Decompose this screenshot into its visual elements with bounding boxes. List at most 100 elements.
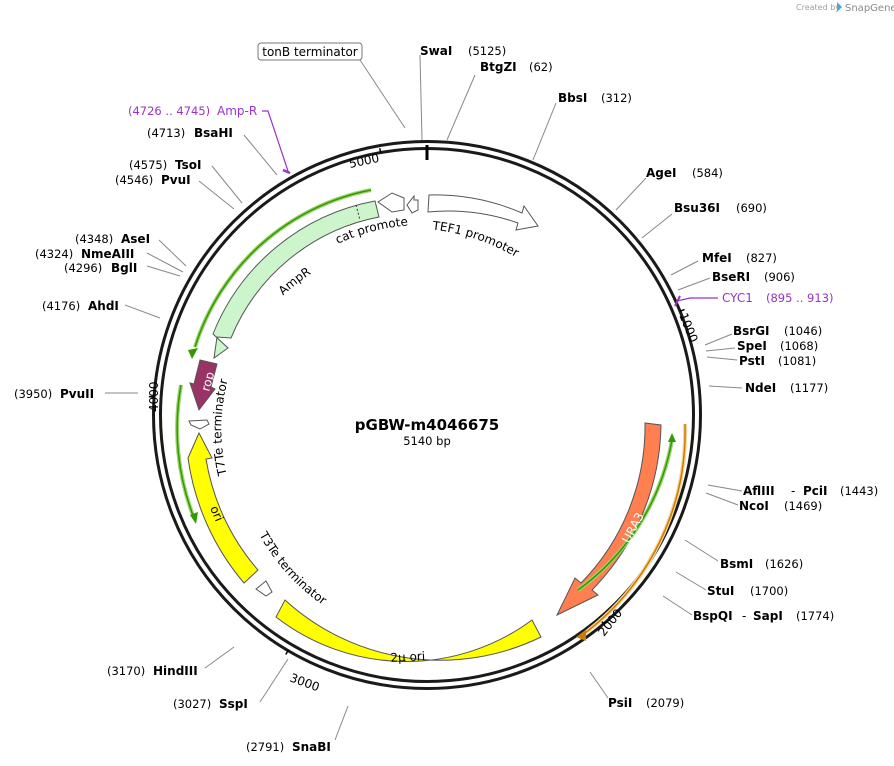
site-swai: SwaI: [420, 44, 452, 58]
credit-brand: SnapGene: [845, 3, 894, 14]
ampr-arrow: [212, 200, 380, 360]
site-bsrgi-pos: (1046): [784, 324, 822, 338]
green-arc-left: [176, 384, 195, 519]
tick-label-3000: 3000: [288, 671, 321, 695]
site-bsrgi: BsrGI: [733, 324, 770, 338]
site-mfei-pos: (827): [746, 251, 777, 265]
plasmid-title-block: pGBW-m4046675 5140 bp: [355, 416, 499, 448]
primer-ampr-leader: [262, 110, 289, 172]
site-agei: AgeI: [646, 166, 676, 180]
site-pvui: PvuI: [161, 173, 191, 187]
ampr-label: AmpR: [276, 264, 313, 297]
primer-ampr-label: Amp-R: [217, 104, 257, 118]
site-nmeaiii-pos: (4324): [35, 247, 73, 261]
site-stui: StuI: [707, 584, 734, 598]
site-asei-pos: (4348): [75, 232, 113, 246]
tick-label-4000: 4000: [147, 381, 161, 412]
site-pvuii-pos: (3950): [14, 387, 52, 401]
site-bbsi-pos: (312): [601, 91, 632, 105]
site-stui-pos: (1700): [750, 584, 788, 598]
site-afliii-pos: (1443): [840, 484, 878, 498]
site-bsahi-pos: (4713): [147, 126, 185, 140]
snapgene-logo-icon: [837, 2, 842, 12]
primer-cyc1-leader: [676, 297, 718, 302]
site-psii: PsiI: [608, 696, 632, 710]
site-spei-pos: (1068): [780, 339, 818, 353]
green-arc-right-head: [668, 433, 676, 442]
site-bspqi-pos: (1774): [796, 609, 834, 623]
site-bsu36i: Bsu36I: [674, 201, 720, 215]
primer-cyc1-range: (895 .. 913): [766, 291, 834, 305]
site-bsmi-pos: (1626): [765, 557, 803, 571]
site-ahdi-pos: (4176): [42, 299, 80, 313]
site-bseri-pos: (906): [764, 270, 795, 284]
site-btgzi: BtgZI: [480, 60, 517, 74]
site-pvui-pos: (4546): [115, 173, 153, 187]
site-pvuii: PvuII: [60, 387, 94, 401]
ura3-arrow: [555, 422, 662, 617]
site-nmeaiii: NmeAIII: [81, 247, 134, 261]
tick-label-5000: 5000: [348, 151, 381, 171]
site-tsoi: TsoI: [175, 158, 201, 172]
t7te-terminator-label: T7Te terminator: [210, 377, 230, 478]
credit-label: Created by: [796, 3, 840, 12]
site-asei: AseI: [121, 232, 150, 246]
site-snabi: SnaBI: [292, 740, 331, 754]
site-ncoi-pos: (1469): [784, 499, 822, 513]
primer-ampr-mark: [282, 168, 291, 175]
site-sspi: SspI: [219, 697, 248, 711]
feature-labels: tonB terminator TEF1 promoter cat promot…: [0, 0, 522, 665]
site-psti: PstI: [739, 354, 765, 368]
green-arc-top: [194, 189, 372, 348]
site-bsmi: BsmI: [720, 557, 753, 571]
site-hindiii: HindIII: [153, 664, 198, 678]
primer-cyc1-mark: [674, 295, 681, 307]
site-psti-pos: (1081): [778, 354, 816, 368]
plasmid-size: 5140 bp: [403, 434, 451, 448]
credit-badge: Created by SnapGene: [796, 2, 894, 14]
site-labels: SwaI (5125) BtgZI (62) BbsI (312) AgeI (…: [14, 44, 878, 754]
site-spei: SpeI: [737, 339, 767, 353]
site-bgli-pos: (4296): [64, 261, 102, 275]
site-ahdi: AhdI: [88, 299, 119, 313]
site-btgzi-pos: (62): [529, 60, 553, 74]
site-bgli: BglI: [111, 261, 137, 275]
primer-ampr-range: (4726 .. 4745): [128, 104, 210, 118]
features: [175, 188, 688, 662]
site-ncoi: NcoI: [739, 499, 769, 513]
t7te-terminator-arrow: [188, 419, 210, 430]
tef1-promoter-label: TEF1 promoter: [431, 218, 522, 259]
tonb-terminator-box: [257, 42, 363, 61]
site-bsahi: BsaHI: [194, 126, 233, 140]
primer-cyc1-label: CYC1: [722, 291, 753, 305]
backbone: [152, 140, 702, 690]
ori-arrow: [187, 431, 259, 584]
rop-label: rop: [198, 370, 217, 393]
site-tsoi-pos: (4575): [129, 158, 167, 172]
site-bspqi: BspQI: [693, 609, 733, 623]
green-arc-top-head: [188, 348, 198, 359]
site-leader-lines: [105, 54, 743, 741]
site-psii-pos: (2079): [646, 696, 684, 710]
cat-ampr-boundary: [355, 204, 361, 221]
svg-text:-: -: [742, 609, 746, 623]
small-terminator-arrow: [377, 192, 405, 213]
primer-markers: [262, 110, 718, 307]
site-afliii: AflIII: [743, 484, 775, 498]
plasmid-name: pGBW-m4046675: [355, 416, 499, 434]
rop-arrow: [189, 359, 218, 412]
tef1-promoter-arrow: [427, 194, 539, 231]
site-snabi-pos: (2791): [246, 740, 284, 754]
two-mu-ori-label: 2μ ori: [390, 649, 425, 665]
tonb-terminator-label: tonB terminator: [262, 45, 358, 59]
two-mu-ori-arrow: [275, 599, 542, 662]
svg-text:-: -: [791, 484, 795, 498]
site-bseri: BseRI: [712, 270, 750, 284]
site-mfei: MfeI: [702, 251, 732, 265]
site-bsu36i-pos: (690): [736, 201, 767, 215]
orange-arc: [580, 423, 686, 637]
green-arc-right: [577, 439, 673, 591]
green-arc-left-head: [190, 512, 198, 524]
site-sspi-pos: (3027): [173, 697, 211, 711]
